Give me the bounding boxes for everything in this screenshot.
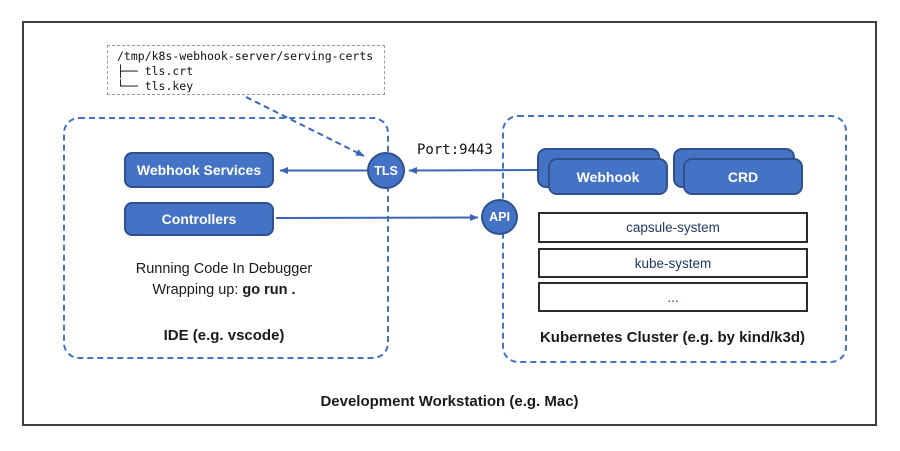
tls-label: TLS: [374, 163, 398, 178]
webhook-card-label: Webhook: [576, 168, 640, 185]
port-label: Port:9443: [417, 142, 493, 158]
webhook-card: Webhook: [548, 158, 668, 195]
namespace-row-ellipsis: ...: [538, 282, 808, 312]
api-endpoint: API: [481, 199, 518, 235]
controllers-label: Controllers: [161, 211, 237, 227]
cluster-boundary: [502, 115, 847, 363]
certs-file-key: └── tls.key: [117, 79, 194, 93]
controllers-node: Controllers: [124, 202, 274, 236]
namespace-row-kube-system: kube-system: [538, 248, 808, 278]
cluster-title: Kubernetes Cluster (e.g. by kind/k3d): [539, 329, 806, 346]
webhook-services-node: Webhook Services: [124, 152, 274, 188]
ide-title: IDE (e.g. vscode): [163, 327, 285, 344]
crd-card-label: CRD: [727, 168, 759, 185]
ide-note-command: go run .: [242, 282, 296, 298]
namespace-label: capsule-system: [626, 220, 720, 235]
api-label: API: [489, 210, 510, 224]
serving-certs-box: /tmp/k8s-webhook-server/serving-certs├──…: [107, 45, 385, 95]
namespace-label: ...: [667, 289, 679, 305]
webhook-services-label: Webhook Services: [136, 162, 262, 178]
ide-note-line2-prefix: Wrapping up:: [152, 282, 243, 298]
namespace-row-capsule-system: capsule-system: [538, 212, 808, 243]
tls-endpoint: TLS: [367, 152, 405, 189]
ide-boundary: [63, 117, 389, 359]
crd-card: CRD: [683, 158, 803, 195]
certs-path: /tmp/k8s-webhook-server/serving-certs: [117, 49, 374, 63]
ide-note-line1: Running Code In Debugger: [135, 261, 313, 277]
certs-file-crt: ├── tls.crt: [117, 64, 194, 78]
ide-note-line2: Wrapping up: go run .: [63, 282, 385, 298]
workstation-title: Development Workstation (e.g. Mac): [320, 393, 579, 410]
namespace-label: kube-system: [634, 255, 712, 271]
